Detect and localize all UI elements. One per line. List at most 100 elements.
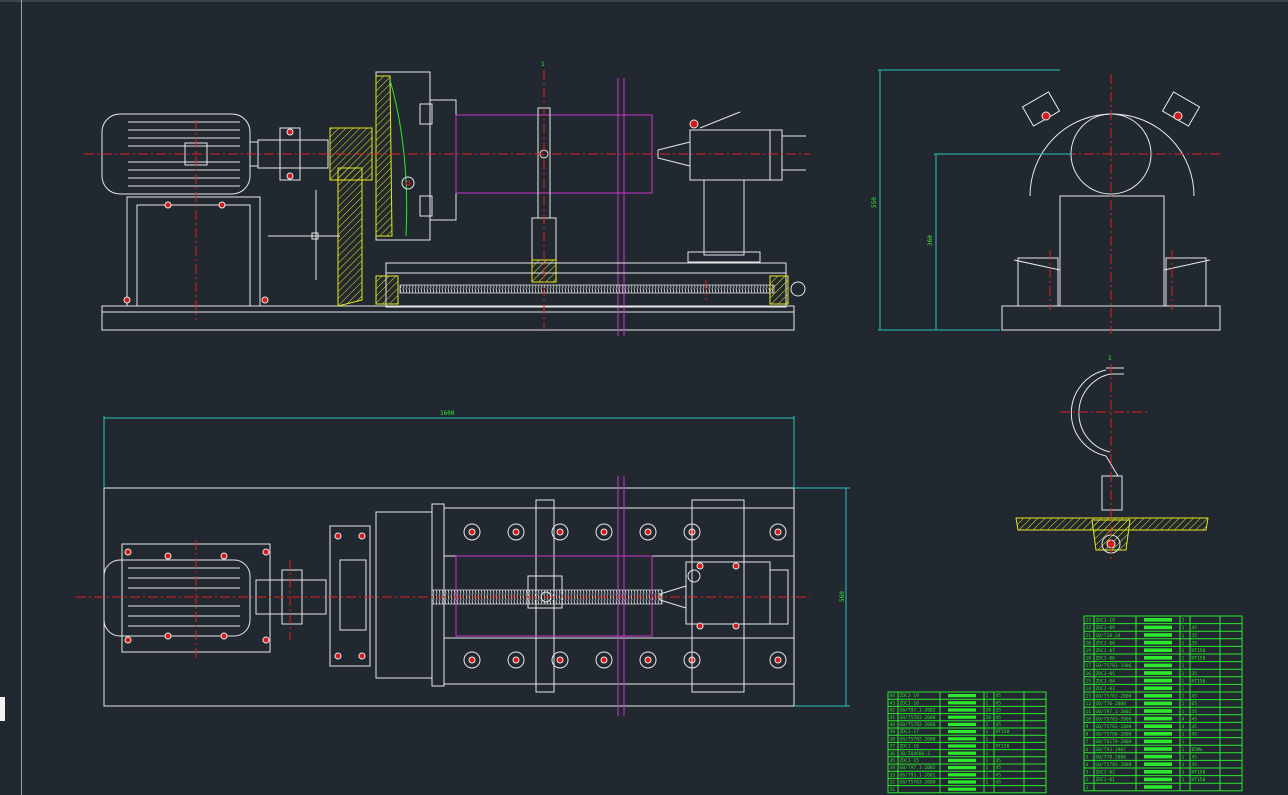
front-view: 1 [84, 61, 810, 336]
table-cell: 36 [890, 751, 896, 757]
top-view: 1600 560 [76, 410, 850, 716]
table-cell-fill [1144, 770, 1172, 774]
table-cell-fill [948, 701, 976, 705]
table-cell: 35 [1192, 633, 1198, 639]
table-cell-fill [948, 787, 976, 791]
table-cell: ZDCJ-05 [1096, 671, 1116, 677]
table-cell: GB/T5783-2000 [1096, 716, 1132, 722]
table-cell: GB/T97.1-2002 [1096, 709, 1132, 715]
table-cell: 45 [1192, 625, 1198, 631]
table-cell-fill [1144, 739, 1172, 744]
table-cell: HT150 [1192, 678, 1206, 684]
table-cell: 35 [996, 758, 1002, 764]
table-cell-fill [1144, 762, 1172, 766]
dim-side-outer: 550 [871, 197, 878, 208]
window-top-edge [0, 0, 1288, 2]
table-cell: 20 [1086, 640, 1092, 646]
table-cell: 35 [996, 708, 1002, 714]
table-cell: 45 [996, 772, 1002, 778]
table-cell: 1 [1182, 640, 1185, 646]
table-cell: ZDCJ-18 [900, 700, 920, 706]
table-cell: 35 [1192, 709, 1198, 715]
table-cell: GB/T5783-2000 [1096, 724, 1132, 730]
table-cell: 1 [986, 780, 989, 786]
table-cell: 1 [1182, 656, 1185, 662]
section-mark-front: 1 [541, 61, 545, 68]
table-cell-fill [948, 715, 976, 719]
table-cell: ZDCJ-08 [1096, 640, 1116, 646]
table-cell: 1 [1182, 770, 1185, 776]
table-cell-fill [1144, 640, 1172, 645]
table-cell: 16 [1086, 671, 1092, 677]
table-cell: HT150 [996, 744, 1010, 750]
table-cell-fill [1144, 732, 1172, 736]
table-cell-fill [1144, 633, 1172, 637]
drawing-border-left [21, 0, 22, 795]
table-cell: 35 [1192, 671, 1198, 677]
table-cell: 11 [1086, 709, 1092, 715]
table-cell: GB/T5780-2000 [1096, 732, 1132, 738]
side-view: 550 360 [871, 69, 1222, 334]
tslot-holes [463, 523, 787, 669]
table-cell: 65Mn [1192, 747, 1203, 753]
table-cell: 1 [986, 751, 989, 757]
table-cell: 42 [890, 708, 896, 714]
section-mark-detail: 1 [1108, 355, 1112, 362]
table-cell-fill [1144, 648, 1172, 652]
table-cell: 1 [986, 693, 989, 699]
table-cell: 3 [1086, 770, 1089, 776]
table-cell: 12 [1086, 701, 1092, 707]
table-cell: 45 [1192, 762, 1198, 768]
table-cell-fill [1144, 701, 1172, 706]
table-cell: 2 [1182, 618, 1185, 624]
table-cell: 45 [996, 780, 1002, 786]
table-cell: ZDCJ-04 [1096, 678, 1116, 684]
table-cell: ZDCJ-19 [900, 693, 920, 699]
table-cell: 45 [1192, 694, 1198, 700]
table-cell-fill [1144, 777, 1172, 782]
table-cell: GB/T70-2000 [1096, 754, 1127, 760]
table-cell: GB/T5782-2000 [1096, 694, 1132, 700]
table-cell: 35 [1192, 640, 1198, 646]
table-cell: 32 [890, 780, 896, 786]
section-detail: 1 [1015, 355, 1209, 560]
table-cell: 15 [1086, 678, 1092, 684]
table-cell: 1 [986, 700, 989, 706]
table-cell: 1 [1182, 671, 1185, 677]
table-cell: 1 [1182, 732, 1185, 738]
table-cell: HT150 [1192, 656, 1206, 662]
table-cell: 1 [1182, 686, 1185, 692]
table-cell: 41 [890, 715, 896, 721]
table-cell-fill [948, 751, 976, 755]
table-cell-fill [948, 766, 976, 770]
table-cell: HT150 [1192, 648, 1206, 654]
table-cell: 45 [1192, 716, 1198, 722]
table-cell-fill [1144, 747, 1172, 751]
table-cell: GB/T5783-1986 [1096, 663, 1132, 669]
table-cell: 1 [1182, 709, 1185, 715]
table-cell: 14 [1086, 686, 1092, 692]
table-cell: 45 [996, 715, 1002, 721]
table-cell: 7 [1086, 739, 1089, 745]
table-cell: ZDCJ-16 [900, 744, 920, 750]
table-cell: HT150 [1192, 770, 1206, 776]
table-cell: 31 [890, 787, 896, 793]
table-cell: 1 [1182, 747, 1185, 753]
table-cell: GB/T93-1987 [1096, 747, 1127, 753]
table-cell: GB/T5783-2000 [900, 715, 936, 721]
table-cell: ZDCJ-15 [900, 758, 920, 764]
table-cell: 1 [1182, 762, 1185, 768]
table-cell: 1 [1182, 754, 1185, 760]
table-cell: GB/T5783-2000 [1096, 762, 1132, 768]
table-cell-fill [1144, 709, 1172, 713]
table-cell: 45 [1192, 754, 1198, 760]
table-cell-fill [948, 773, 976, 777]
table-cell: 39 [890, 729, 896, 735]
table-cell: 6 [1086, 747, 1089, 753]
table-cell: 40 [890, 722, 896, 728]
table-cell-fill [1144, 625, 1172, 630]
table-cell: 1 [1182, 678, 1185, 684]
dim-overall-length: 1600 [440, 410, 455, 417]
